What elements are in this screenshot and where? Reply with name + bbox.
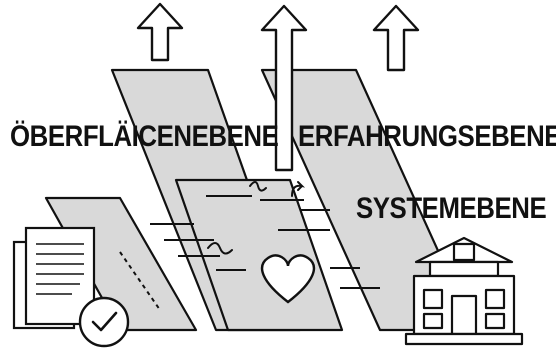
surface-layer-label: ÖBERFLÄICENEBENE: [10, 120, 279, 153]
heart-icon: [260, 254, 316, 304]
arrow-up-icon: [372, 4, 420, 72]
arrow-up-icon: [260, 4, 308, 172]
arrow-up-icon: [136, 2, 184, 62]
squiggle-icon: [207, 242, 233, 255]
document-icon: [12, 226, 96, 330]
squiggle-icon: [249, 181, 267, 192]
system-layer-label: SYSTEMEBENE: [356, 192, 547, 225]
experience-layer-label: ERFAHRUNGSEBENE: [298, 120, 556, 153]
checkmark-icon: [78, 296, 130, 348]
building-icon: [404, 236, 524, 346]
squiggle-icon: [291, 181, 306, 197]
